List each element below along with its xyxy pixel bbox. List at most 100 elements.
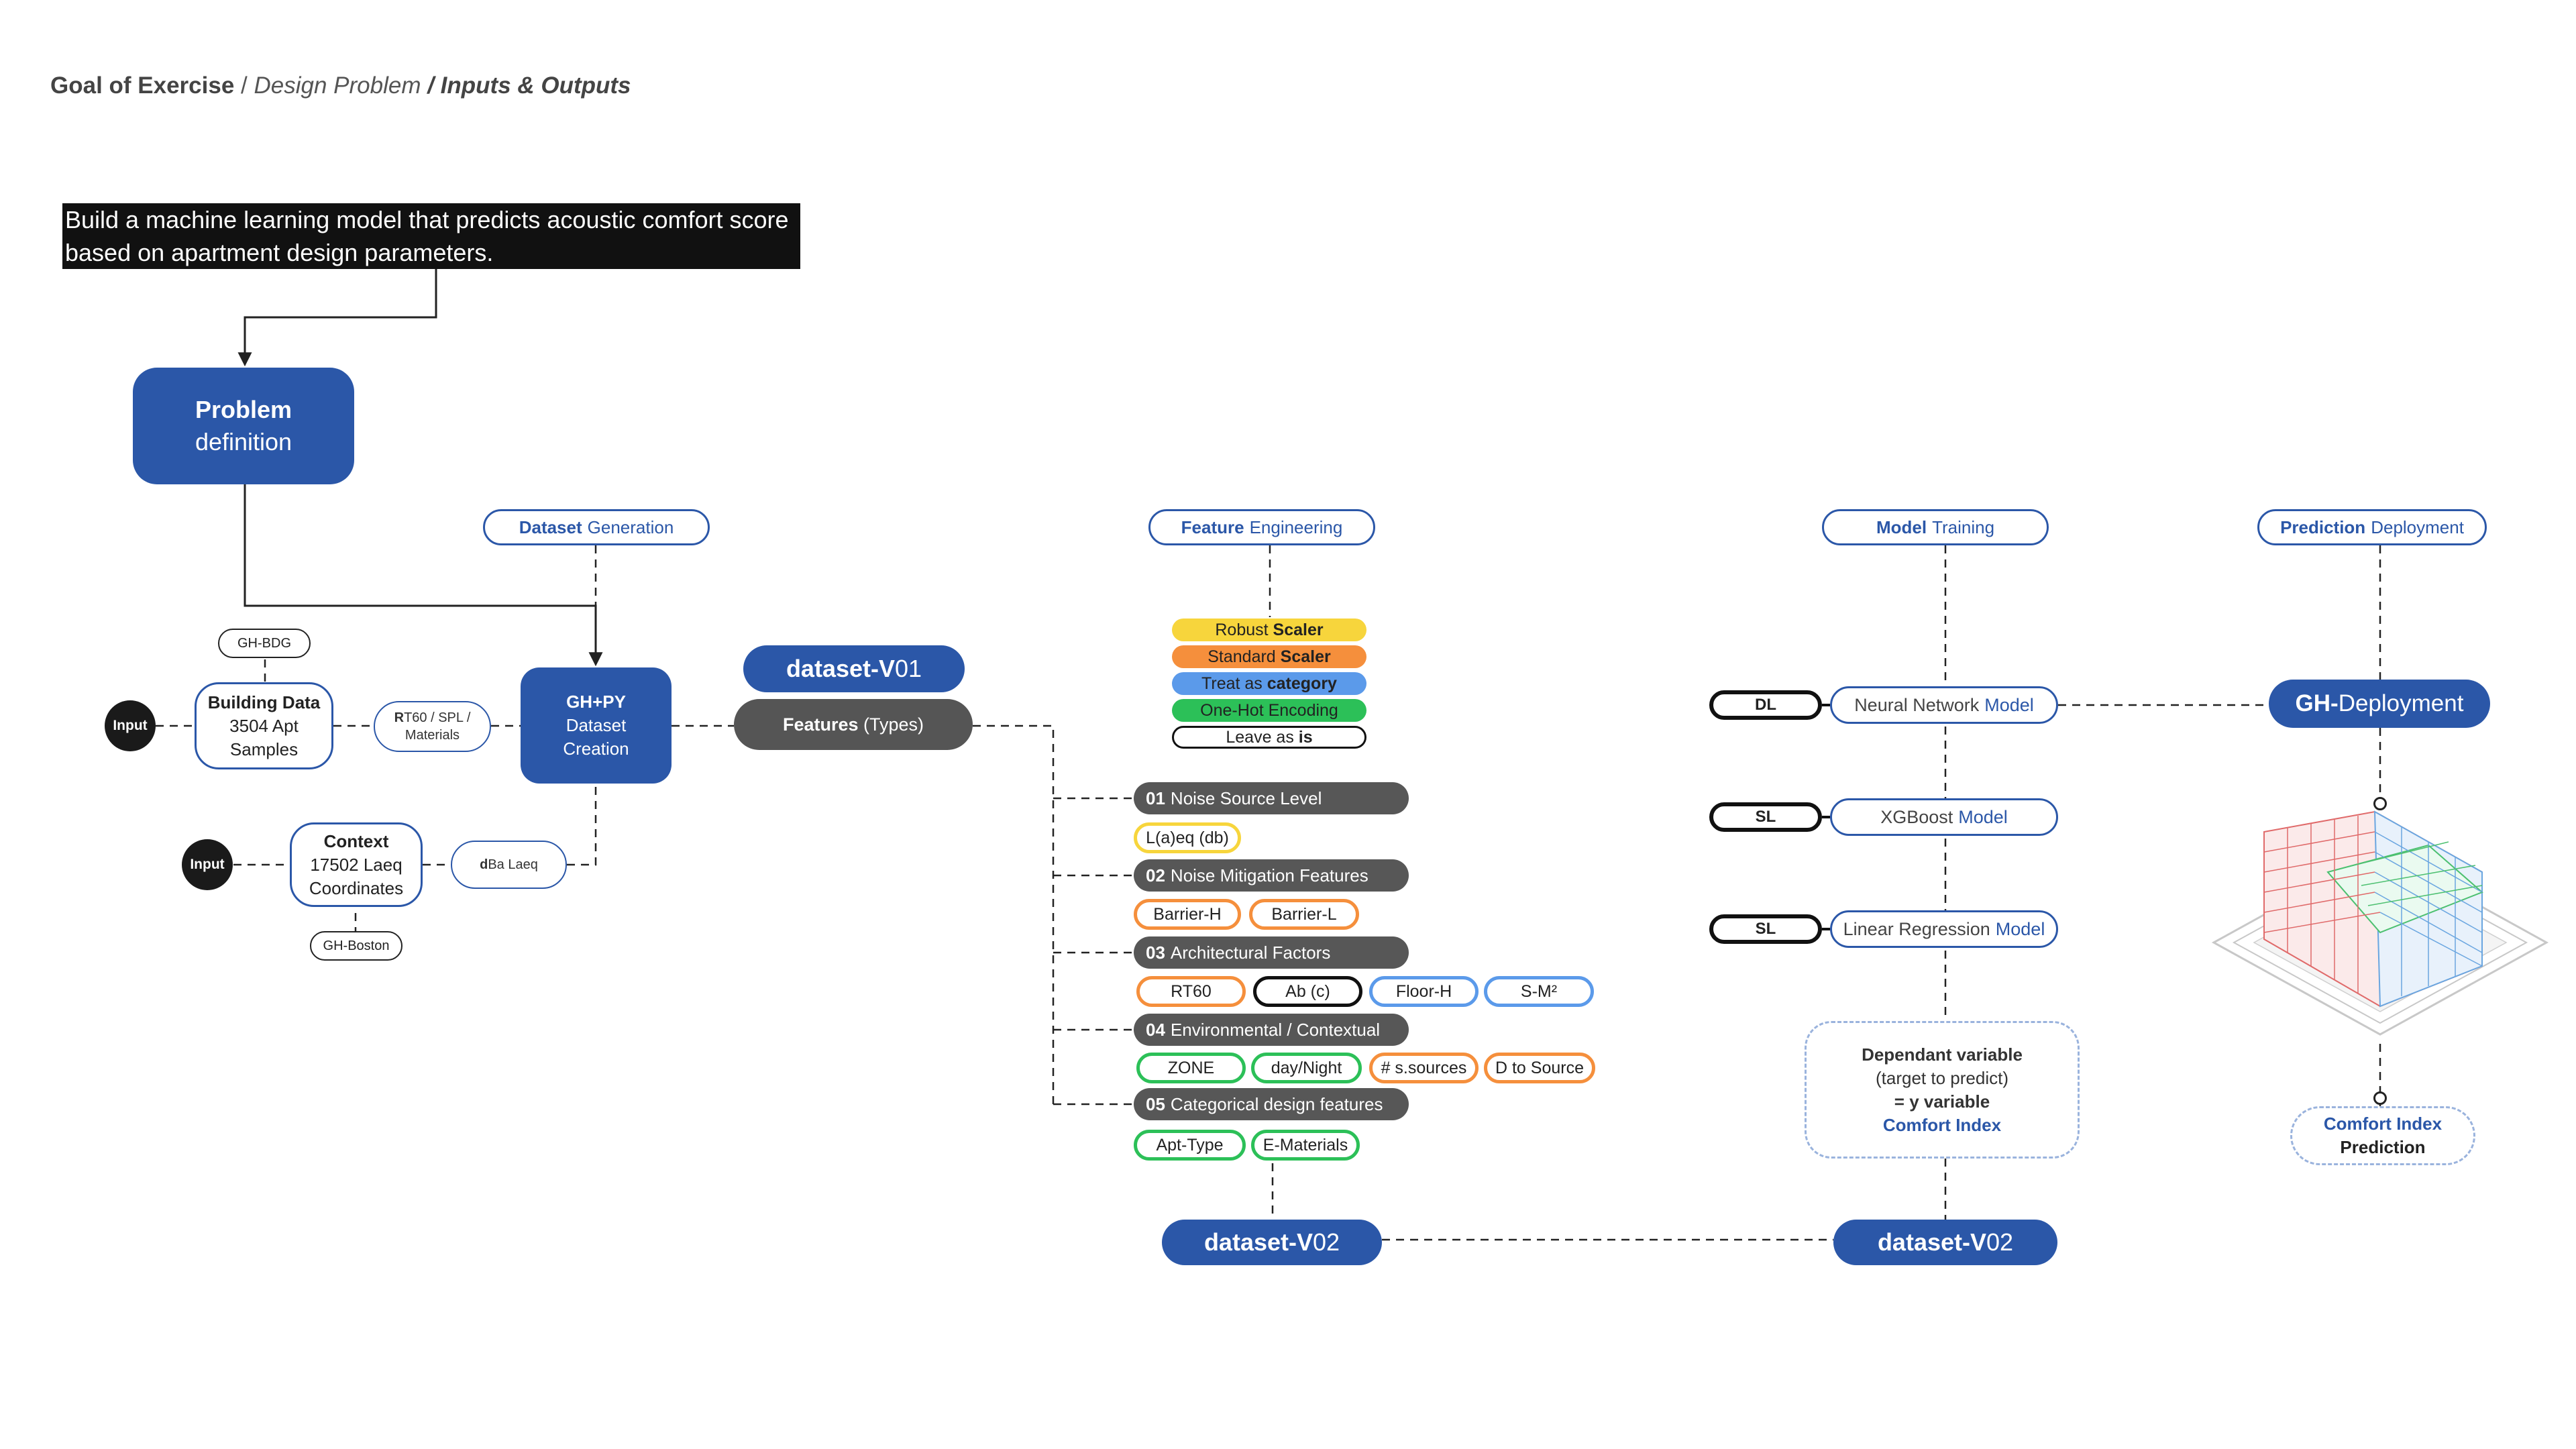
dataset-v02-rest: 02 <box>1986 1228 2014 1256</box>
deployment-rest: Deployment <box>2338 690 2464 716</box>
ghpy-dataset-creation-node[interactable]: GH+PY Dataset Creation <box>521 667 672 784</box>
category-label: Noise Source Level <box>1170 788 1322 808</box>
context-line2: 17502 Laeq <box>310 854 402 875</box>
tag-barrier-h[interactable]: Barrier-H <box>1134 899 1241 930</box>
comfort-line1: Comfort Index <box>2323 1114 2443 1134</box>
category-num: 04 <box>1146 1019 1165 1040</box>
legend-item: One-Hot Encoding <box>1172 699 1366 722</box>
legend-item: Robust Scaler <box>1172 619 1366 641</box>
building-data-count: 3504 Apt <box>229 715 299 736</box>
legend-bold: Scaler <box>1280 647 1331 666</box>
section-normal: Generation <box>587 517 674 537</box>
dba-laeq-node[interactable]: dBa Laeq <box>451 841 567 889</box>
dependant-title: Dependant variable <box>1862 1044 2023 1065</box>
section-bold: Dataset <box>519 517 582 537</box>
breadcrumb-inputs-outputs: Inputs & Outputs <box>440 72 631 99</box>
sl-connector <box>1822 928 1830 930</box>
category-num: 02 <box>1146 865 1165 885</box>
goal-to-problem-arrow <box>237 269 437 367</box>
tag-ab[interactable]: Ab (c) <box>1253 976 1362 1007</box>
context-line3: Coordinates <box>309 877 404 898</box>
problem-definition-node[interactable]: Problem definition <box>133 368 354 484</box>
ghpy-line3: Creation <box>563 739 629 759</box>
model-name: Linear Regression <box>1843 918 1990 939</box>
rt60-line2: Materials <box>405 728 460 743</box>
context-title: Context <box>323 830 389 851</box>
breadcrumb-separator: / <box>234 72 254 99</box>
dataset-v01-rest: 01 <box>895 655 922 682</box>
section-normal: Training <box>1932 517 1995 537</box>
building-data-node[interactable]: Building Data 3504 Apt Samples <box>195 682 333 769</box>
tag-s-sources[interactable]: # s.sources <box>1369 1053 1479 1083</box>
section-bold: Feature <box>1181 517 1244 537</box>
model-suffix: Model <box>1984 694 2034 715</box>
input-node-context[interactable]: Input <box>182 839 233 890</box>
tag-floor-h[interactable]: Floor-H <box>1369 976 1479 1007</box>
dba-rest: Ba Laeq <box>488 857 538 872</box>
tag-zone[interactable]: ZONE <box>1136 1053 1246 1083</box>
goal-line-1: Build a machine learning model that pred… <box>65 206 789 233</box>
model-type-sl: SL <box>1709 802 1822 832</box>
gh-deployment-node[interactable]: GH-Deployment <box>2269 680 2490 728</box>
dba-bold: d <box>480 857 488 872</box>
rt60-spl-materials-node[interactable]: RT60 / SPL / Materials <box>374 701 491 752</box>
category-num: 03 <box>1146 942 1165 963</box>
rt60-rest: T60 / SPL / <box>404 710 471 725</box>
legend-normal: Treat as <box>1201 674 1267 693</box>
building-data-title: Building Data <box>207 692 321 712</box>
legend-bold: category <box>1267 674 1337 693</box>
model-type-sl: SL <box>1709 914 1822 944</box>
context-node[interactable]: Context 17502 Laeq Coordinates <box>290 822 423 907</box>
breadcrumb-separator: / <box>421 72 441 99</box>
model-suffix: Model <box>1995 918 2045 939</box>
problem-title: Problem <box>195 396 292 423</box>
category-num: 01 <box>1146 788 1165 808</box>
tag-apt-type[interactable]: Apt-Type <box>1134 1130 1246 1161</box>
section-normal: Engineering <box>1249 517 1343 537</box>
dataset-v02-bold: dataset-V <box>1877 1228 1986 1256</box>
connector-dot <box>2373 797 2387 810</box>
tag-d-to-source[interactable]: D to Source <box>1484 1053 1595 1083</box>
dataset-v01-bold: dataset-V <box>786 655 895 682</box>
connector-dot <box>2373 1091 2387 1105</box>
comfort-index-prediction-node: Comfort Index Prediction <box>2290 1106 2475 1165</box>
model-name: XGBoost <box>1880 806 1953 827</box>
gh-boston-pill[interactable]: GH-Boston <box>310 931 402 961</box>
legend-item: Standard Scaler <box>1172 645 1366 668</box>
breadcrumb: Goal of Exercise / Design Problem / Inpu… <box>50 72 631 99</box>
category-label: Environmental / Contextual <box>1170 1019 1381 1040</box>
tag-day-night[interactable]: day/Night <box>1251 1053 1362 1083</box>
goal-line-2: based on apartment design parameters. <box>65 239 494 266</box>
dl-connector <box>1822 704 1830 706</box>
input-node-building[interactable]: Input <box>105 700 156 751</box>
tag-e-materials[interactable]: E-Materials <box>1251 1130 1360 1161</box>
tag-laeq[interactable]: L(a)eq (db) <box>1134 822 1241 853</box>
comfort-line2: Prediction <box>2340 1137 2426 1157</box>
gh-bdg-pill[interactable]: GH-BDG <box>218 629 311 658</box>
section-bold: Model <box>1876 517 1927 537</box>
rt60-bold: R <box>394 710 405 725</box>
tag-rt60[interactable]: RT60 <box>1136 976 1246 1007</box>
features-types-node[interactable]: Features (Types) <box>734 699 973 750</box>
features-bold: Features <box>782 714 859 735</box>
section-bold: Prediction <box>2280 517 2366 537</box>
tag-barrier-l[interactable]: Barrier-L <box>1249 899 1359 930</box>
dependant-line2: (target to predict) <box>1876 1067 2008 1088</box>
tag-s-m2[interactable]: S-M² <box>1484 976 1594 1007</box>
